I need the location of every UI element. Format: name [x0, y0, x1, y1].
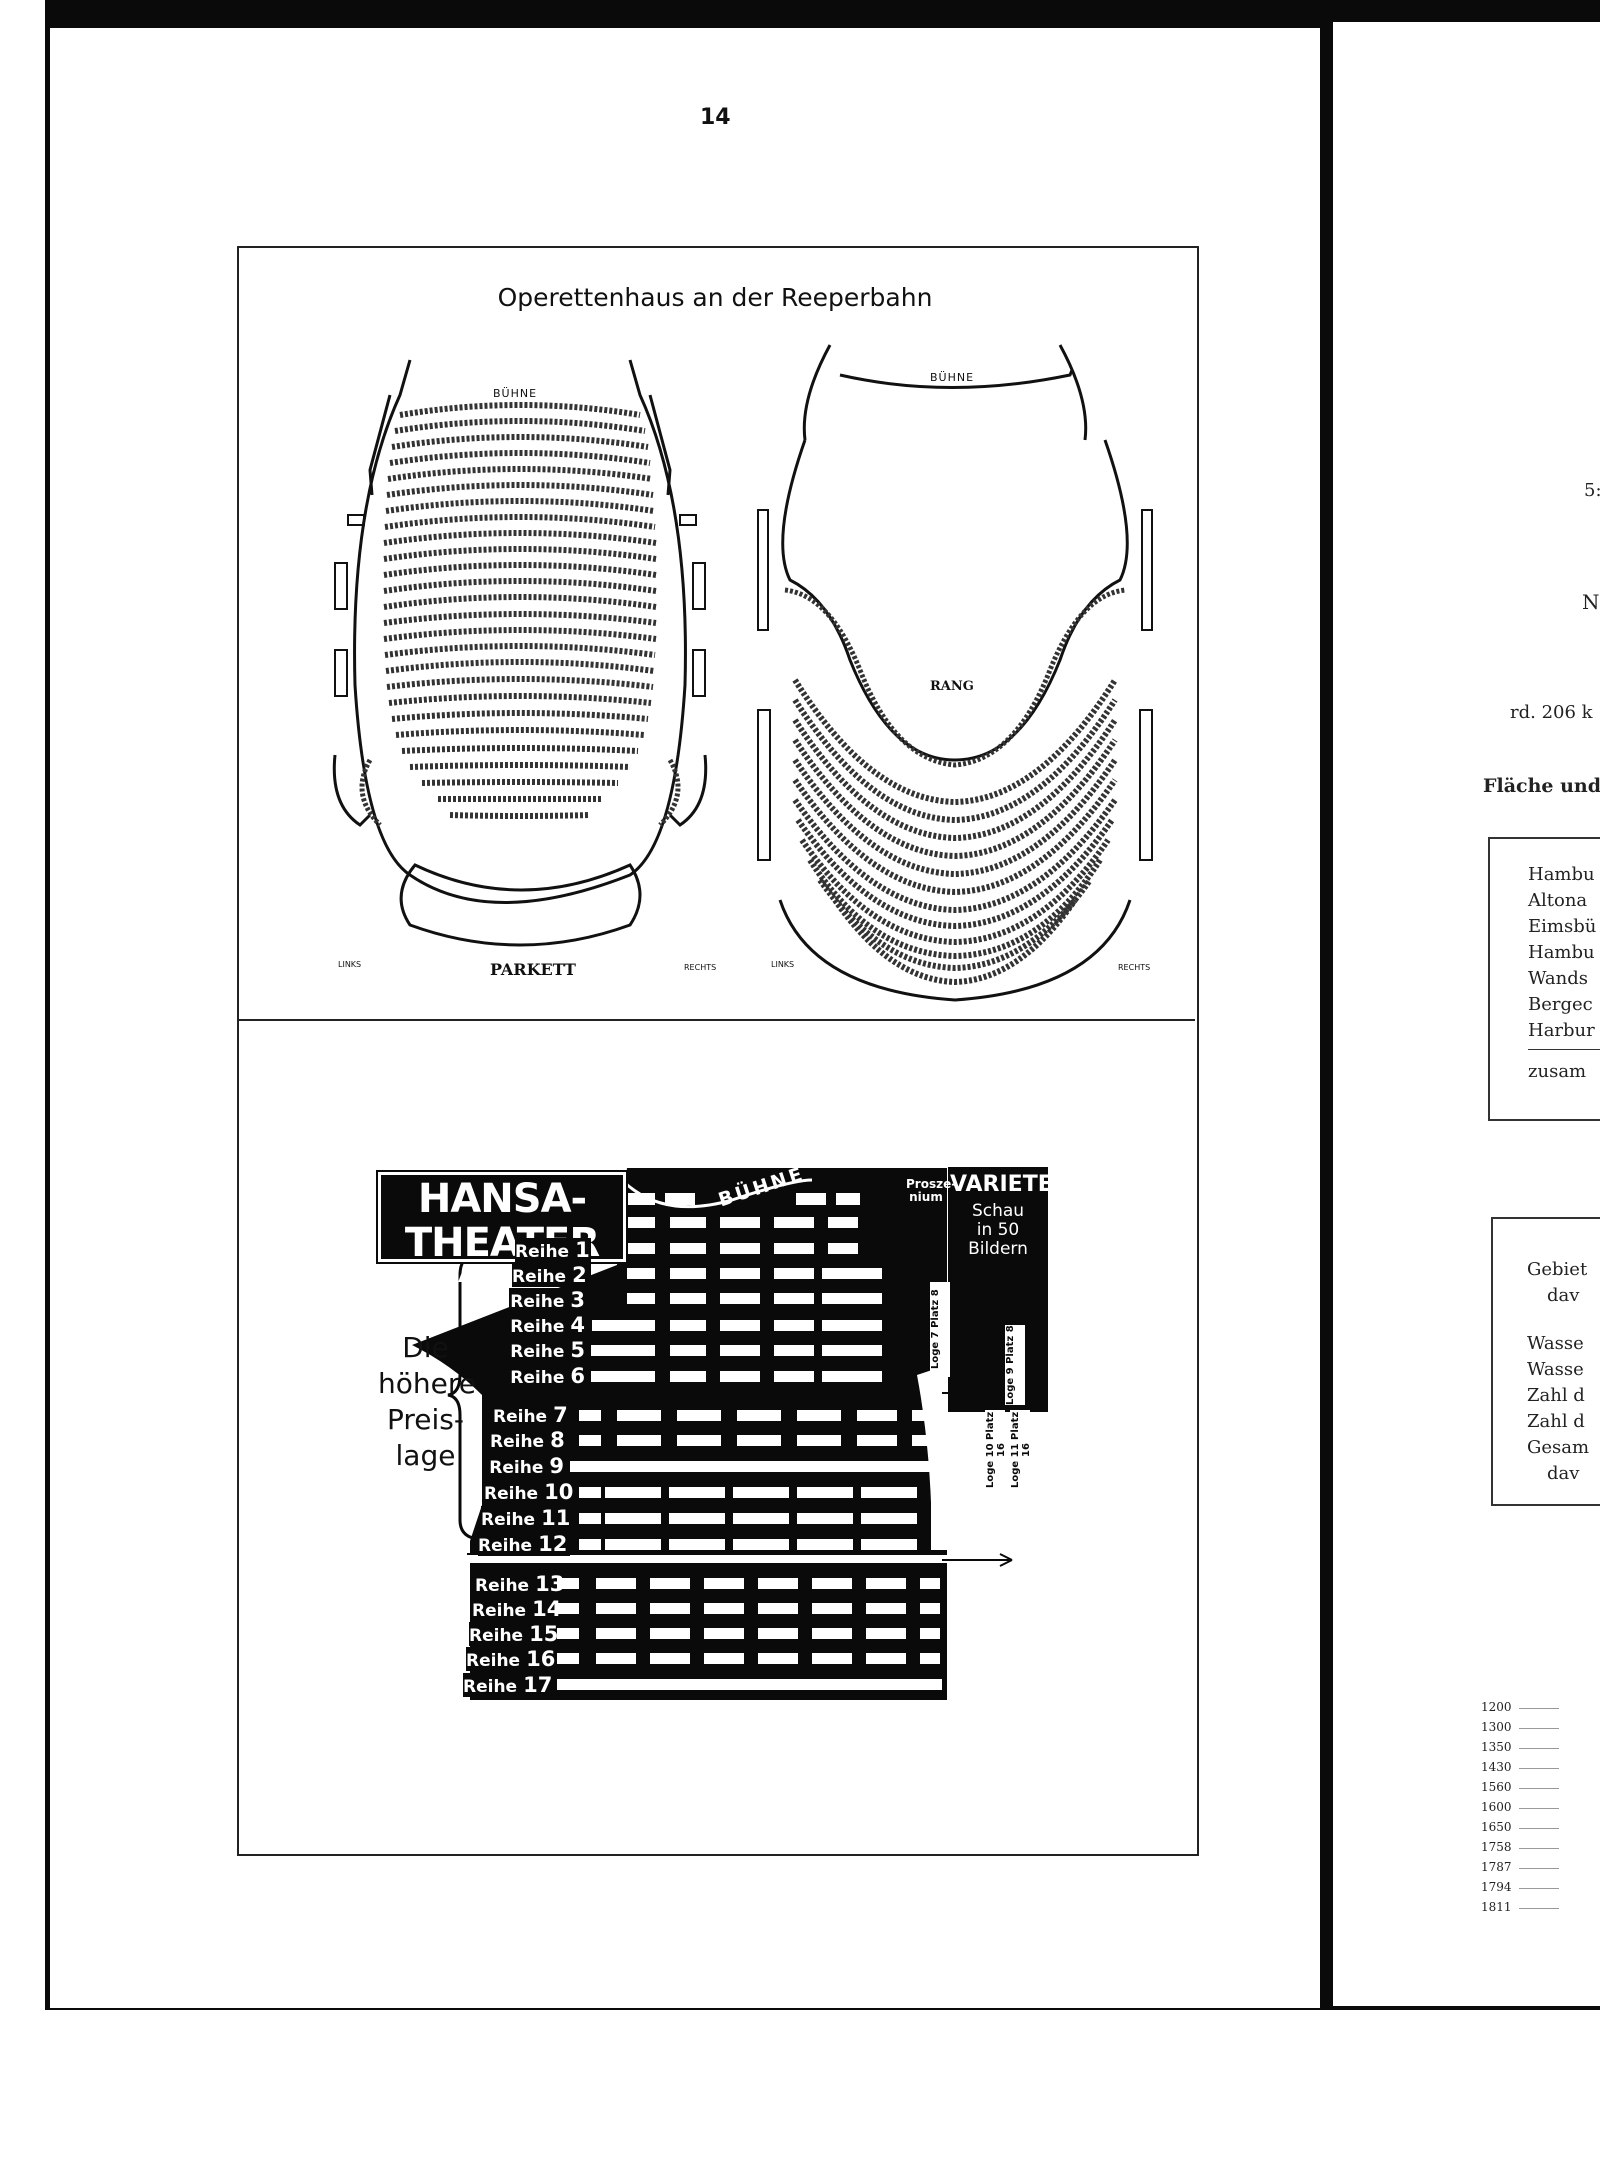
area-row: dav — [1547, 1285, 1580, 1306]
area-row: Wasse — [1527, 1333, 1584, 1354]
loge-10-label: Loge 10 Platz 16 — [985, 1410, 1007, 1490]
right-page: 5: N rd. 206 k Fläche und Hambu Altona E… — [1333, 22, 1600, 2006]
year-row: 1200 — [1481, 1700, 1512, 1714]
right-line-2: N — [1582, 590, 1600, 614]
year-row: 1430 — [1481, 1760, 1512, 1774]
district-table: Hambu Altona Eimsbü Hambu Wands Bergec H… — [1488, 837, 1600, 1121]
hansa-title: HANSA-THEATER — [404, 1176, 600, 1266]
year-row: 1350 — [1481, 1740, 1512, 1754]
year-row: 1811 — [1481, 1900, 1512, 1914]
district-row: Bergec — [1528, 994, 1593, 1015]
area-table: Gebiet dav Wasse Wasse Zahl d Zahl d Ges… — [1491, 1217, 1600, 1506]
loge-11-label: Loge 11 Platz 16 — [1010, 1410, 1032, 1490]
year-row: 1560 — [1481, 1780, 1512, 1794]
rang-label: RANG — [930, 679, 974, 694]
rang-right-label: RECHTS — [1118, 963, 1151, 972]
district-total-row: zusam — [1528, 1061, 1587, 1082]
variete-box — [948, 1167, 1048, 1412]
price-note: Die höhere Preis- lage — [378, 1331, 476, 1472]
parkett-stage-label: BÜHNE — [493, 387, 538, 400]
area-row: Gesam — [1527, 1437, 1590, 1458]
rang-seat-rows — [792, 678, 1118, 986]
parkett-seating-plan — [332, 359, 708, 947]
area-row: Zahl d — [1527, 1411, 1585, 1432]
rang-seating-plan — [757, 344, 1153, 1002]
price-bracket — [447, 1251, 479, 1541]
year-row: 1600 — [1481, 1800, 1512, 1814]
district-row: Wands — [1528, 968, 1589, 989]
loge-9-label: Loge 9 Platz 8 — [1005, 1325, 1025, 1405]
area-row: Zahl d — [1527, 1385, 1585, 1406]
area-row: Gebiet — [1527, 1259, 1588, 1280]
district-row: Hambu — [1528, 864, 1595, 885]
right-line-1: 5: — [1584, 480, 1600, 501]
parkett-seat-rows — [383, 402, 657, 819]
year-row: 1794 — [1481, 1880, 1512, 1894]
right-section-heading: Fläche und — [1483, 775, 1600, 797]
area-row: dav — [1547, 1463, 1580, 1484]
operettenhaus-title: Operettenhaus an der Reeperbahn — [497, 283, 933, 312]
rang-stage-label: BÜHNE — [930, 371, 975, 384]
parkett-right-label: RECHTS — [684, 963, 717, 972]
district-row: Altona — [1528, 890, 1588, 911]
district-row: Eimsbü — [1528, 916, 1597, 937]
dot-leaders — [1519, 1700, 1559, 1915]
right-line-3: rd. 206 k — [1510, 702, 1593, 723]
hansa-seat-blocks — [557, 1193, 942, 1690]
year-row: 1787 — [1481, 1860, 1512, 1874]
variete-title: VARIETE — [950, 1172, 1053, 1197]
variete-subtitle: Schau in 50 Bildern — [968, 1201, 1028, 1259]
parkett-label: PARKETT — [490, 960, 576, 979]
district-row: Hambu — [1528, 942, 1595, 963]
parkett-left-label: LINKS — [338, 960, 362, 969]
rang-upper-seat-rows — [784, 587, 1126, 768]
proscenium-label: Prosze- nium — [906, 1177, 957, 1204]
year-row: 1758 — [1481, 1840, 1512, 1854]
loge-7-label: Loge 7 Platz 8 — [930, 1282, 950, 1377]
plate-divider — [239, 1019, 1195, 1021]
rang-left-label: LINKS — [771, 960, 795, 969]
year-row: 1650 — [1481, 1820, 1512, 1834]
seating-plans-plate — [237, 246, 1199, 1856]
area-row: Wasse — [1527, 1359, 1584, 1380]
year-row: 1300 — [1481, 1720, 1512, 1734]
sum-rule — [1528, 1049, 1600, 1050]
district-row: Harbur — [1528, 1020, 1595, 1041]
page-number: 14 — [700, 105, 731, 130]
